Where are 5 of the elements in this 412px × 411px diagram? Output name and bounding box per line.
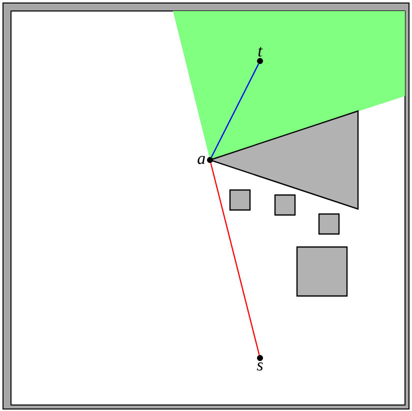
line-segment (210, 162, 260, 356)
line-segment (210, 64, 260, 158)
node-label: a (198, 156, 205, 164)
node-label: s (256, 362, 263, 371)
node-label: t (258, 46, 263, 57)
